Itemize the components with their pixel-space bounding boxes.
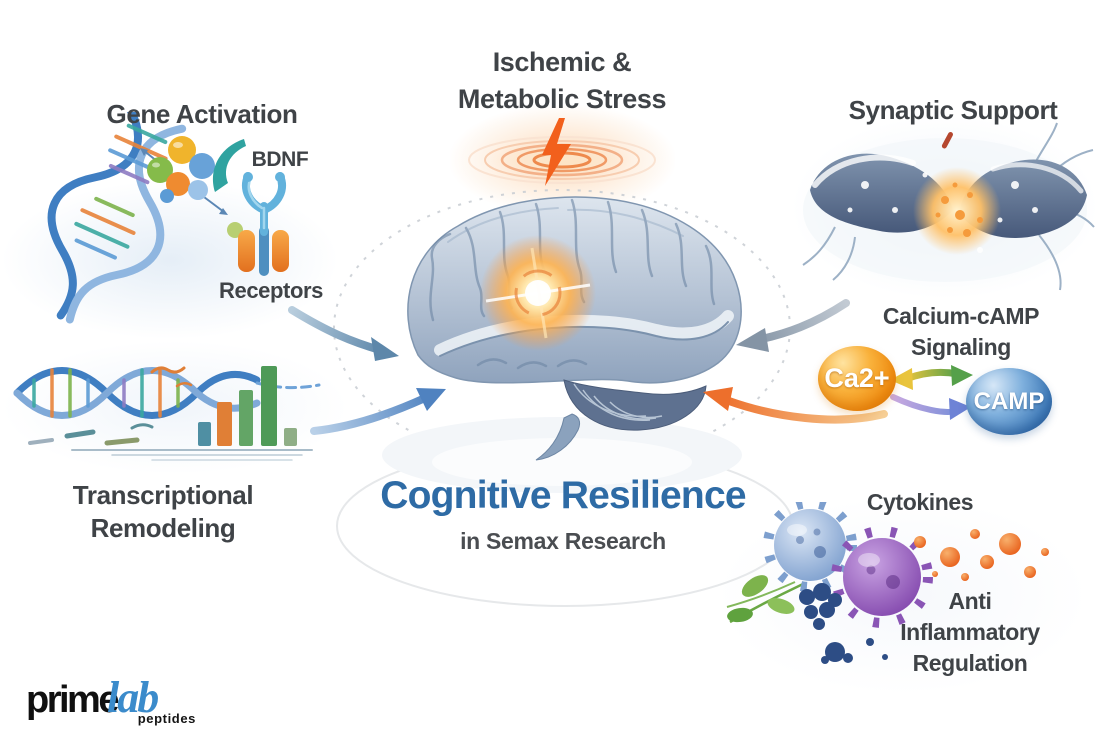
- lightning-bolt-icon: [542, 118, 571, 186]
- dna-wave-icon: [13, 366, 321, 461]
- cell-cluster-icon: [799, 583, 888, 664]
- receptor-icon: [227, 172, 289, 276]
- arrow-transcription-to-brain: [310, 388, 446, 435]
- page-title: Cognitive Resilience: [380, 474, 746, 517]
- transcription-title-line2: Remodeling: [90, 513, 236, 543]
- receptors-label: Receptors: [219, 278, 323, 303]
- logo-prime-text: prime: [26, 679, 119, 721]
- mediator-dots-icon: [914, 529, 1049, 581]
- anti-line2: Inflammatory: [900, 619, 1040, 645]
- stress-title: Ischemic & Metabolic Stress: [457, 44, 667, 118]
- leaf-icon: [726, 575, 804, 624]
- brain-illustration: [407, 196, 742, 461]
- camp-label: CAMP: [973, 387, 1045, 415]
- synaptic-support-title: Synaptic Support: [848, 95, 1058, 125]
- gene-activation-title: Gene Activation: [106, 99, 298, 129]
- bar-chart-icon: [198, 366, 297, 446]
- transcription-title-line1: Transcriptional: [72, 480, 254, 510]
- protein-complex-icon: [140, 136, 228, 215]
- stress-title-line2: Metabolic Stress: [457, 84, 667, 114]
- signaling-title-line1: Calcium-cAMP: [882, 303, 1040, 329]
- ca2-node: Ca2+: [818, 346, 896, 411]
- bdnf-label: BDNF: [251, 148, 309, 171]
- activation-arrow-icon: [213, 139, 246, 192]
- stress-title-line1: Ischemic &: [492, 47, 632, 77]
- cytokines-title: Cytokines: [866, 489, 974, 515]
- arrow-gene-to-brain: [288, 306, 399, 361]
- page-subtitle: in Semax Research: [460, 528, 666, 554]
- primelab-logo: prime lab peptides: [26, 672, 216, 726]
- transcription-title: Transcriptional Remodeling: [72, 479, 254, 545]
- anti-line3: Regulation: [912, 650, 1028, 676]
- camp-node: CAMP: [966, 368, 1052, 435]
- synapse-icon: [802, 122, 1095, 291]
- exchange-arrow-icon: [890, 365, 973, 390]
- logo-peptides-text: peptides: [137, 711, 196, 726]
- logo-lab-text: lab: [106, 673, 159, 722]
- signal-arrow-icon: [890, 394, 971, 420]
- ca2-label: Ca2+: [824, 363, 890, 393]
- anti-inflammatory-title: Anti Inflammatory Regulation: [900, 586, 1040, 679]
- signaling-title: Calcium-cAMP Signaling: [882, 301, 1040, 363]
- arrow-signaling-to-brain: [703, 387, 888, 424]
- anti-line1: Anti: [948, 588, 992, 614]
- arrow-synapse-to-brain: [736, 299, 850, 352]
- cytokine-cells-icon: [726, 502, 1049, 664]
- signaling-title-line2: Signaling: [911, 334, 1011, 360]
